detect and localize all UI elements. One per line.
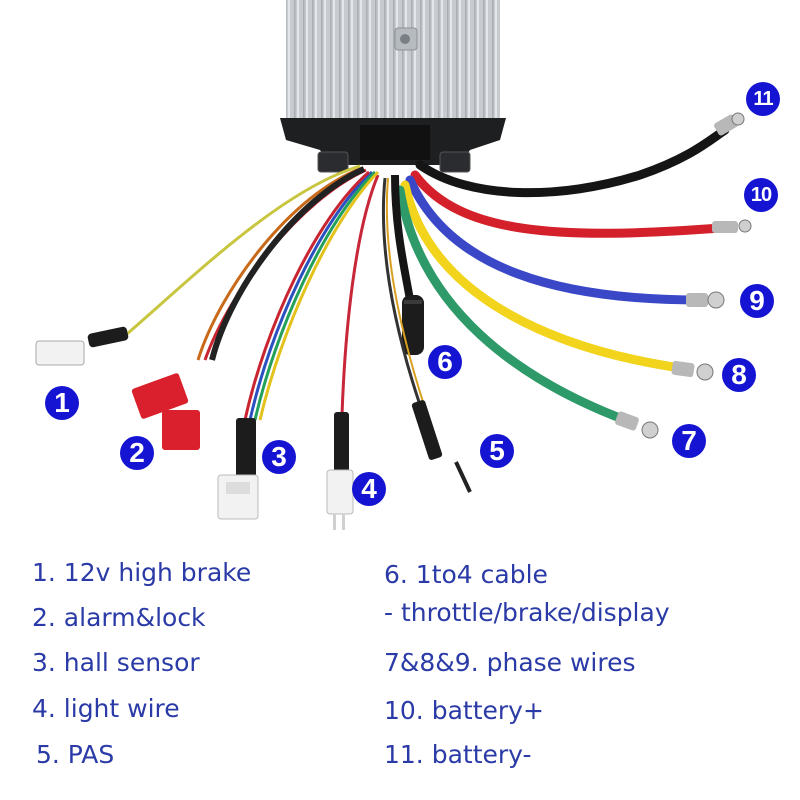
wire-phase-green	[395, 185, 659, 439]
legend-item-7-8-9: 7&8&9. phase wires	[384, 648, 636, 677]
controller-box	[280, 0, 506, 173]
wire-alarm-lock	[131, 166, 367, 450]
legend-item-5: 5. PAS	[36, 740, 115, 769]
wire-phase-yellow	[400, 180, 714, 381]
callout-1: 1	[45, 386, 79, 420]
legend-item-4: 4. light wire	[32, 694, 180, 723]
callout-3: 3	[262, 440, 296, 474]
wire-hall-sensor	[217, 170, 380, 520]
wire-1to4-cable	[391, 174, 424, 355]
wire-pas	[381, 177, 472, 493]
wire-battery-negative	[415, 112, 745, 198]
legend-item-6: 6. 1to4 cable	[384, 560, 548, 589]
callout-4: 4	[352, 472, 386, 506]
callout-9: 9	[740, 284, 774, 318]
callout-5: 5	[480, 434, 514, 468]
legend-item-2: 2. alarm&lock	[32, 603, 206, 632]
callout-7: 7	[672, 424, 706, 458]
legend-item-6-sub: - throttle/brake/display	[384, 598, 670, 627]
legend-item-10: 10. battery+	[384, 696, 544, 725]
legend-item-1: 1. 12v high brake	[32, 558, 252, 587]
wire-phase-blue	[405, 175, 725, 309]
callout-2: 2	[120, 436, 154, 470]
legend-item-11: 11. battery-	[384, 740, 532, 769]
controller-wiring-illustration	[35, 0, 752, 530]
callout-11: 11	[746, 82, 780, 116]
callout-8: 8	[722, 358, 756, 392]
callout-10: 10	[744, 178, 778, 212]
callout-6: 6	[428, 345, 462, 379]
wire-12v-high-brake	[35, 164, 361, 366]
wire-light	[326, 174, 380, 530]
legend-item-3: 3. hall sensor	[32, 648, 200, 677]
wire-battery-positive	[410, 170, 752, 238]
